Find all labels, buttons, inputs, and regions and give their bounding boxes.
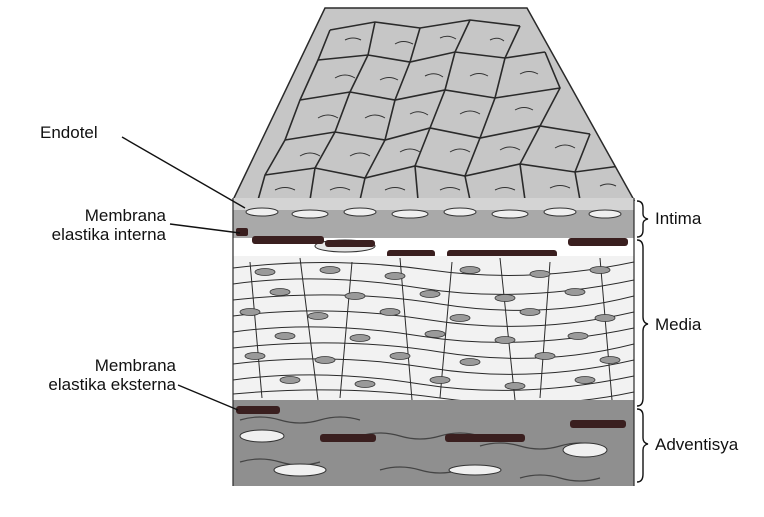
label-membrana-elastika-interna: Membrana elastika interna bbox=[10, 206, 166, 244]
label-adventisya: Adventisya bbox=[655, 435, 738, 454]
label-membrana-elastika-eksterna: Membrana elastika eksterna bbox=[10, 356, 176, 394]
endotel-leader-line bbox=[122, 137, 245, 208]
membrana-eksterna-leader-line bbox=[178, 385, 238, 410]
label-intima: Intima bbox=[655, 209, 701, 228]
label-membrana-eksterna-line2: elastika eksterna bbox=[10, 375, 176, 394]
media-brace bbox=[637, 240, 648, 406]
adventisya-brace bbox=[637, 409, 648, 482]
membrana-interna-leader-line bbox=[170, 224, 240, 233]
label-membrana-eksterna-line1: Membrana bbox=[10, 356, 176, 375]
label-media: Media bbox=[655, 315, 701, 334]
label-membrana-interna-line1: Membrana bbox=[10, 206, 166, 225]
endothelium-surface bbox=[233, 8, 634, 200]
label-endotel: Endotel bbox=[40, 123, 98, 142]
intima-brace bbox=[637, 201, 648, 237]
label-membrana-interna-line2: elastika interna bbox=[10, 225, 166, 244]
